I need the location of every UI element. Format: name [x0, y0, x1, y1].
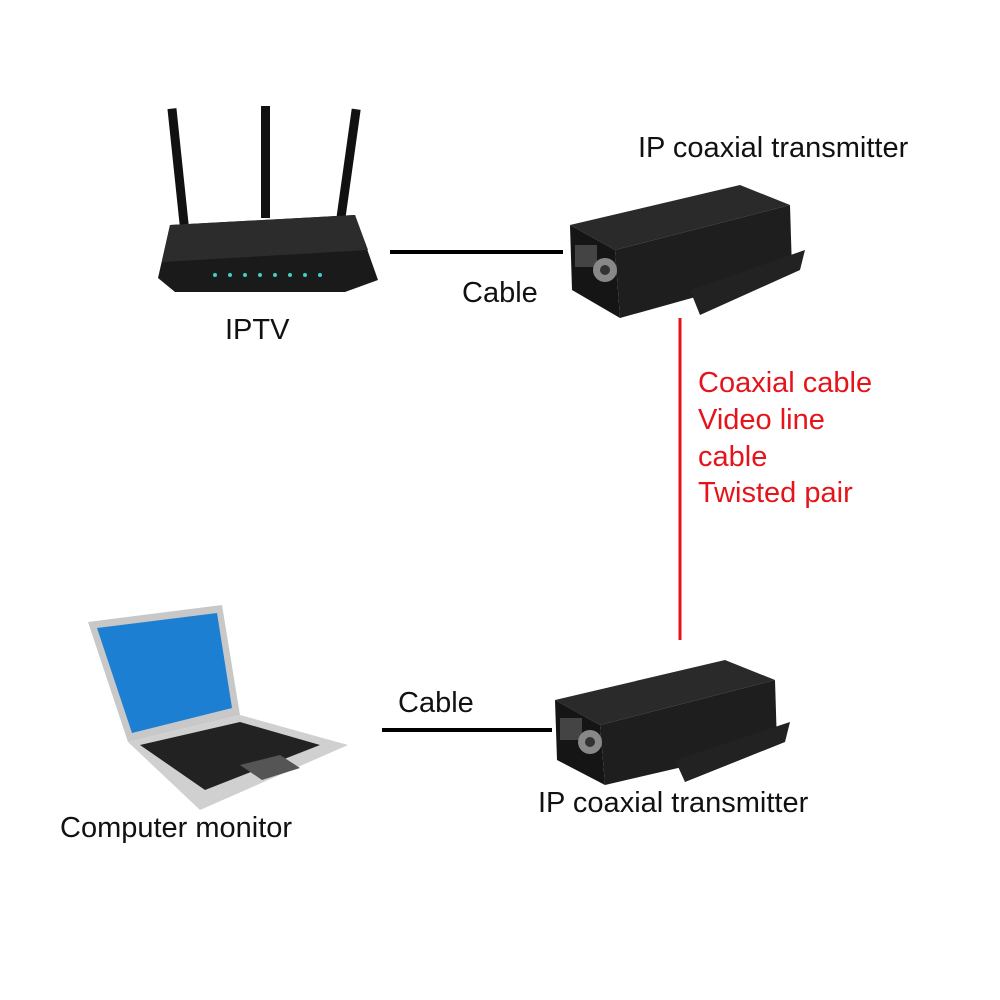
coax-label-2: Video line: [698, 404, 825, 436]
computer-monitor-label: Computer monitor: [60, 812, 293, 844]
bottom-transmitter-label: IP coaxial transmitter: [538, 787, 809, 819]
top-transmitter-label: IP coaxial transmitter: [638, 132, 909, 164]
top-transmitter-icon: [570, 185, 805, 318]
bottom-cable-label: Cable: [398, 687, 474, 719]
coax-label-3: cable: [698, 441, 768, 473]
coax-label-1: Coaxial cable: [698, 367, 873, 399]
bottom-transmitter-icon: [555, 660, 790, 785]
top-cable-label: Cable: [462, 277, 538, 309]
router-icon: [158, 106, 378, 292]
coax-label-4: Twisted pair: [698, 477, 853, 509]
laptop-icon: [88, 605, 348, 810]
iptv-label: IPTV: [225, 314, 290, 346]
